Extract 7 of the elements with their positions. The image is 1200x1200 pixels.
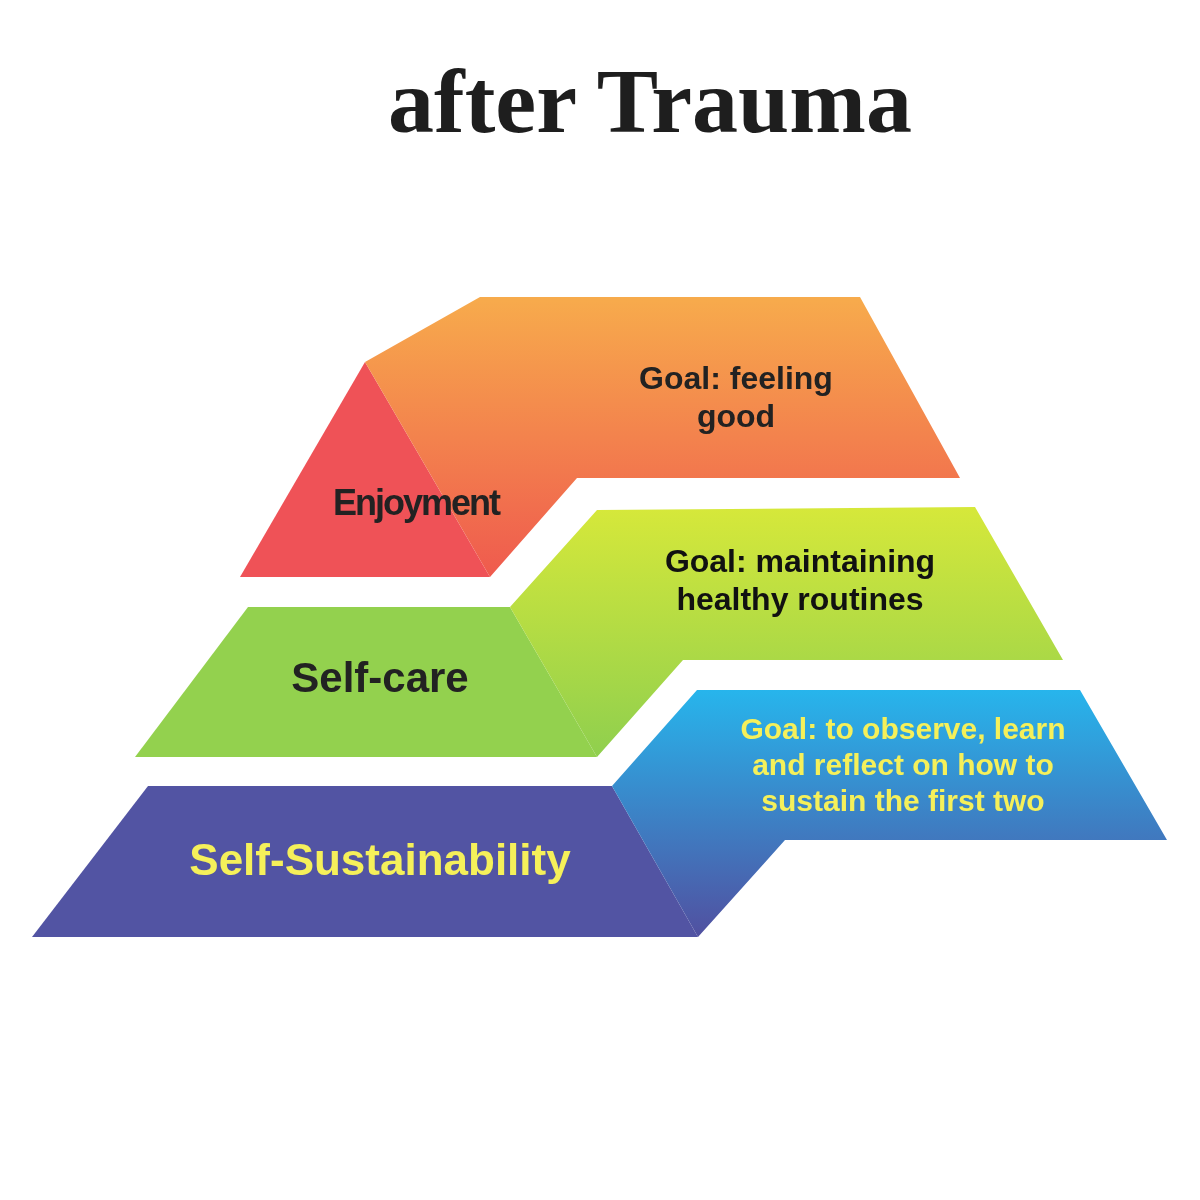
tier-label: Goal: feeling good [638,358,834,436]
tier-label: Self-care [290,654,470,702]
title: after Trauma [387,55,913,147]
tier-label: Self-Sustainability [188,835,572,885]
tier-label: Goal: maintaining healthy routines [663,541,937,619]
tier-label: Enjoyment [332,483,501,523]
tier-label: Goal: to observe, learn and reflect on how to sustain the first two [739,711,1067,819]
